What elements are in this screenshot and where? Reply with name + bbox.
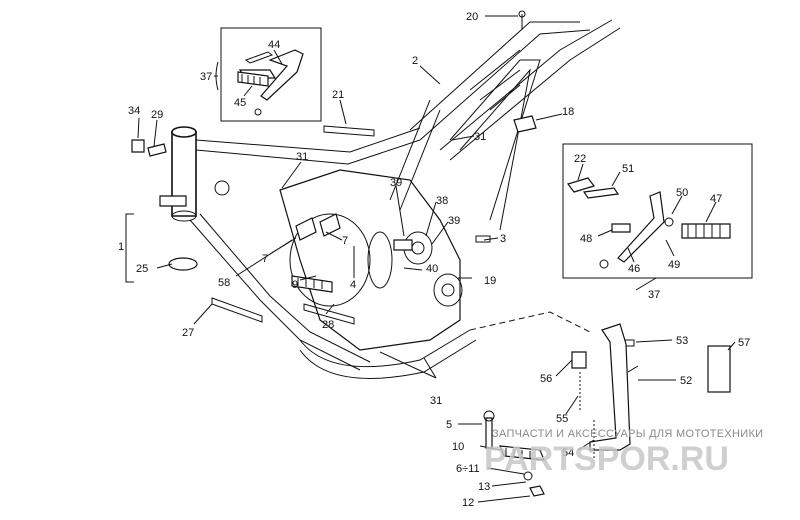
callout-label: 39 <box>390 177 402 189</box>
callout-label: 46 <box>628 263 640 275</box>
callout-label: 10 <box>452 441 464 453</box>
bolts <box>211 10 635 347</box>
callout-label: 18 <box>562 106 574 118</box>
callout-label: 34 <box>128 105 140 117</box>
callout-label: 7 <box>262 253 268 265</box>
callout-label: 57 <box>738 337 750 349</box>
callout-label: 25 <box>136 263 148 275</box>
side-stand <box>469 311 731 460</box>
callout-label: 4 <box>350 279 356 291</box>
callout-label: 28 <box>322 319 334 331</box>
callout-label: 44 <box>268 39 280 51</box>
callout-label: 58 <box>218 277 230 289</box>
callout-label: 20 <box>466 11 478 23</box>
callout-label: 38 <box>436 195 448 207</box>
watermark-brand: PARTSPOR.RU <box>484 440 729 478</box>
callout-label: 2 <box>412 55 418 67</box>
callout-label: 53 <box>676 335 688 347</box>
callout-label: 39 <box>448 215 460 227</box>
callout-label: 12 <box>462 497 474 509</box>
callout-label: 45 <box>234 97 246 109</box>
callout-label: 22 <box>574 153 586 165</box>
callout-labels: 20 2 44 37 45 34 29 21 18 31 31 22 51 50… <box>118 11 750 509</box>
callout-label: 52 <box>680 375 692 387</box>
callout-label: 29 <box>151 109 163 121</box>
callout-label: 37 <box>200 71 212 83</box>
callout-label: 6÷11 <box>456 463 480 475</box>
footrest-small-parts <box>483 410 545 497</box>
callout-label: 31 <box>474 131 486 143</box>
watermark: ЗАПЧАСТИ И АКСЕССУАРЫ ДЛЯ МОТОТЕХНИКИ PA… <box>484 428 763 478</box>
callout-label: 1 <box>118 241 124 253</box>
callout-label: 54 <box>562 447 574 459</box>
inset-box-footrest-right <box>562 143 753 291</box>
callout-label: 47 <box>710 193 722 205</box>
callout-label: 51 <box>622 163 634 175</box>
callout-label: 37 <box>648 289 660 301</box>
callout-label: 48 <box>580 233 592 245</box>
callout-label: 31 <box>296 151 308 163</box>
callout-label: 49 <box>668 259 680 271</box>
callout-label: 9 <box>292 279 298 291</box>
callout-label: 5 <box>446 419 452 431</box>
callout-label: 40 <box>426 263 438 275</box>
callout-label: 56 <box>540 373 552 385</box>
callout-label: 50 <box>676 187 688 199</box>
callout-label: 21 <box>332 89 344 101</box>
callout-label: 55 <box>556 413 568 425</box>
callout-label: 13 <box>478 481 490 493</box>
main-frame <box>131 19 621 379</box>
callout-label: 31 <box>430 395 442 407</box>
leader-lines <box>125 15 736 503</box>
callout-label: 19 <box>484 275 496 287</box>
callout-label: 3 <box>500 233 506 245</box>
inset-box-footrest-left <box>214 27 322 122</box>
watermark-tagline: ЗАПЧАСТИ И АКСЕССУАРЫ ДЛЯ МОТОТЕХНИКИ <box>492 428 763 440</box>
callout-label: 27 <box>182 327 194 339</box>
callout-label: 7 <box>342 235 348 247</box>
